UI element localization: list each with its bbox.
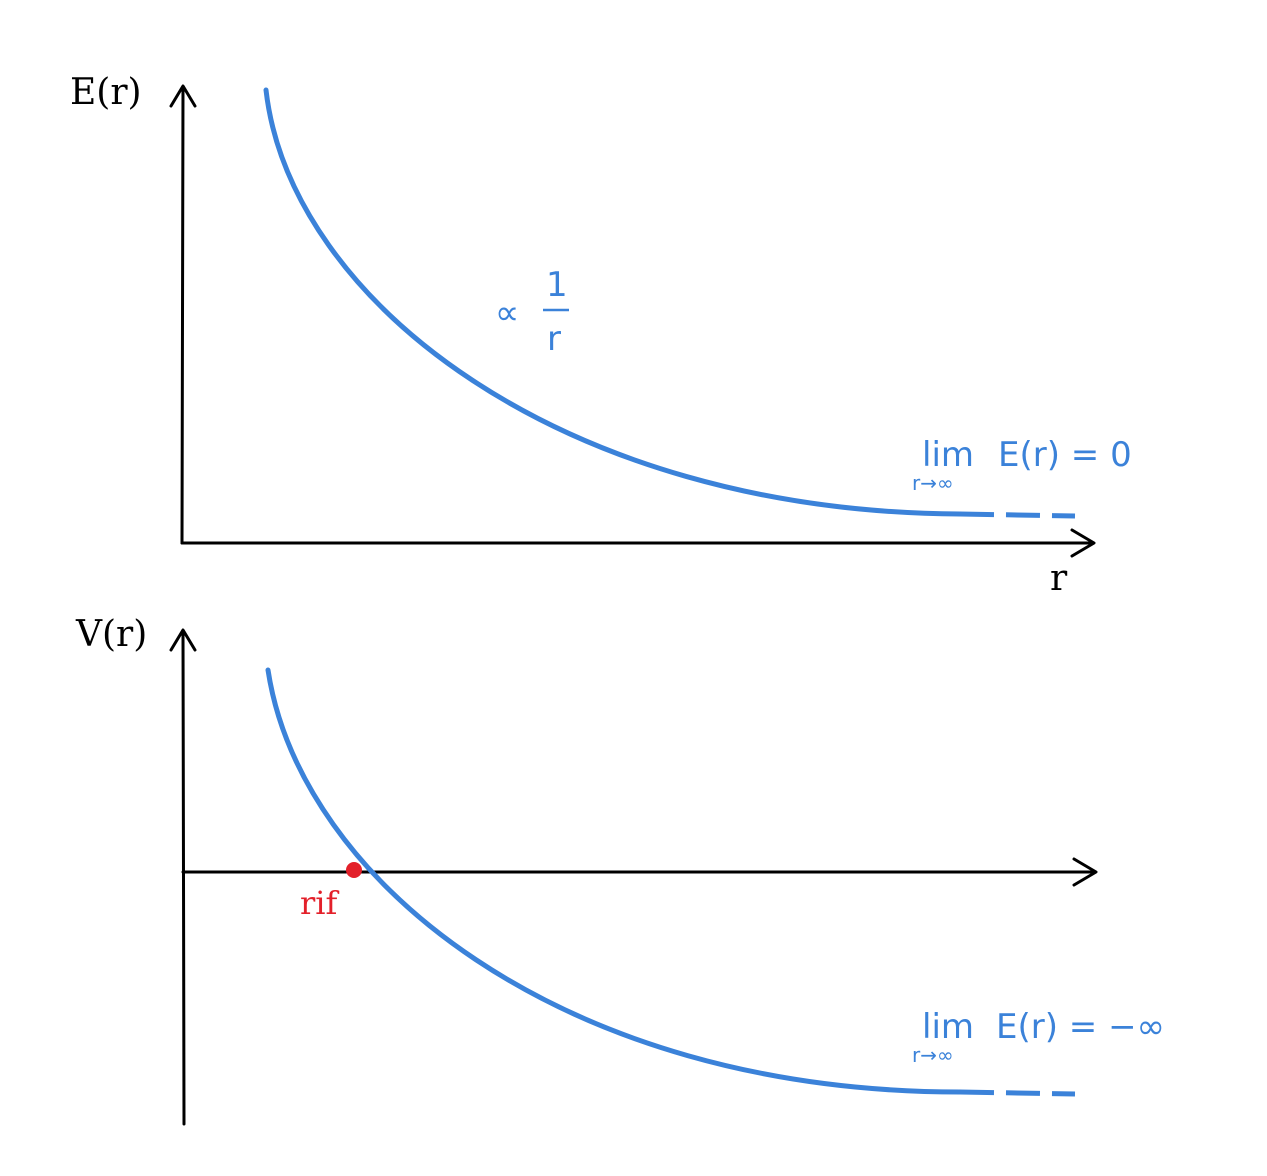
bottom-y-axis-label: V(r) — [75, 614, 147, 655]
bottom-limit-expression: E(r) = −∞ — [996, 1007, 1165, 1047]
reference-point — [346, 862, 362, 878]
bottom-potential-curve-continuation — [959, 1089, 1076, 1097]
bottom-y-axis-arrow — [169, 628, 197, 652]
proportional-symbol: ∝ — [495, 293, 519, 333]
top-field-curve — [263, 87, 963, 517]
top-y-axis-arrow — [169, 84, 197, 108]
bottom-limit-subscript: r→∞ — [912, 1043, 954, 1067]
bottom-panel: V(r) rif lim r→∞ E(r) = −∞ — [75, 614, 1165, 1126]
bottom-x-axis-arrow — [1072, 857, 1098, 887]
bottom-potential-curve — [265, 667, 963, 1095]
top-limit-word: lim — [922, 435, 974, 475]
fraction-numerator: 1 — [546, 265, 568, 305]
top-y-axis — [180, 86, 185, 545]
reference-point-label: rif — [300, 884, 340, 922]
top-limit-subscript: r→∞ — [912, 471, 954, 495]
top-y-axis-label: E(r) — [70, 72, 142, 113]
bottom-y-axis — [181, 630, 186, 1126]
top-x-axis-arrow — [1070, 528, 1096, 558]
top-panel: E(r) r ∝ 1 r lim r→∞ E(r) = 0 — [70, 72, 1132, 599]
fraction-denominator: r — [547, 319, 561, 359]
bottom-limit-word: lim — [922, 1007, 974, 1047]
top-limit-expression: E(r) = 0 — [998, 435, 1132, 475]
top-field-curve-continuation — [959, 511, 1076, 519]
top-x-axis-label: r — [1050, 558, 1068, 599]
